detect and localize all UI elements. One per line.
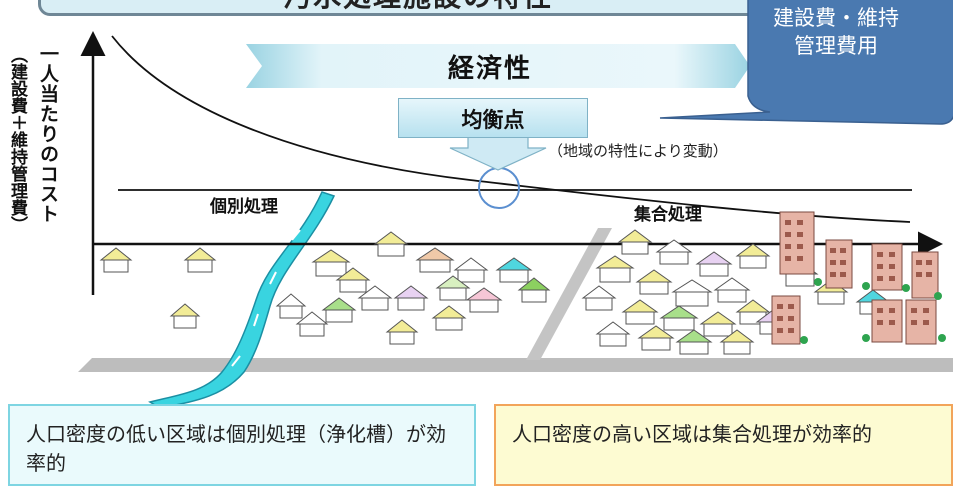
apartment-buildings	[771, 211, 939, 345]
y-axis-sublabel: （建設費＋維持管理費）	[7, 46, 27, 233]
equilibrium-note: （地域の特性により変動）	[548, 142, 728, 160]
river-dashes	[231, 229, 301, 367]
bubble-text: 建設費・維持管理費用	[773, 6, 899, 58]
river	[148, 191, 336, 409]
speech-bubble	[659, 0, 953, 125]
equilibrium-label: 均衡点	[461, 108, 525, 132]
collective-treatment-label: 集合処理	[634, 205, 702, 225]
trees	[800, 278, 946, 344]
economy-banner	[246, 44, 750, 88]
houses	[99, 229, 891, 355]
equilibrium-arrow	[449, 136, 547, 171]
low-density-text: 人口密度の低い区域は個別処理（浄化槽）が効率的	[26, 422, 446, 475]
y-axis-label: 一人当たりのコスト	[37, 44, 59, 224]
economy-title: 経済性	[447, 54, 532, 84]
low-density-box: 人口密度の低い区域は個別処理（浄化槽）が効率的	[8, 404, 476, 486]
equilibrium-circle	[478, 167, 520, 209]
individual-treatment-label: 個別処理	[210, 197, 278, 217]
road	[78, 228, 953, 372]
collective-cost-curve	[111, 35, 911, 223]
title-text: 汚水処理施設の特性	[41, 0, 795, 13]
title-banner: 汚水処理施設の特性	[38, 0, 798, 16]
high-density-text: 人口密度の高い区域は集合処理が効率的	[512, 422, 872, 446]
equilibrium-box	[398, 98, 588, 138]
high-density-box: 人口密度の高い区域は集合処理が効率的	[494, 404, 953, 486]
